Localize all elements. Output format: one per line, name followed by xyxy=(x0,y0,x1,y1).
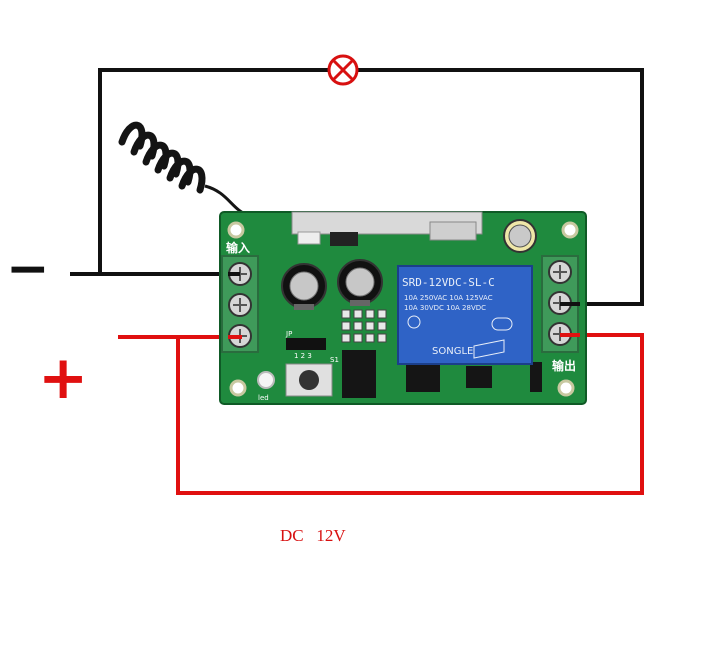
pin-header xyxy=(341,309,387,343)
ic-smd xyxy=(406,362,440,392)
supply-voltage-label: DC 12V xyxy=(280,526,346,545)
ic-dip xyxy=(342,350,376,398)
jumper-label: JP xyxy=(285,330,292,338)
antenna-coil-icon xyxy=(118,121,267,239)
crystal xyxy=(429,221,477,241)
negative-wiring xyxy=(98,68,644,306)
smd-part xyxy=(297,231,321,245)
capacitor-left xyxy=(281,263,327,310)
lamp-icon xyxy=(327,54,359,86)
relay-model: SRD-12VDC-SL-C xyxy=(402,276,495,289)
mount-hole xyxy=(557,379,575,397)
terminal-screw xyxy=(228,293,252,317)
input-terminal-label: 输入 xyxy=(226,240,250,255)
ic-small xyxy=(330,232,358,246)
relay-rating-2: 10A 30VDC 10A 28VDC xyxy=(404,304,486,312)
load-wire-right xyxy=(356,68,644,306)
receiver-board: JP 1 2 3 S1 led SRD-12VDC-SL-C 10A 250VA… xyxy=(219,211,587,405)
relay: SRD-12VDC-SL-C 10A 250VAC 10A 125VAC 10A… xyxy=(397,265,533,365)
transistor xyxy=(466,366,492,388)
led xyxy=(257,371,275,389)
output-terminal-label: 输出 xyxy=(552,358,576,373)
relay-rating-1: 10A 250VAC 10A 125VAC xyxy=(404,294,493,302)
mount-hole xyxy=(229,379,247,397)
mount-hole xyxy=(561,221,579,239)
diode xyxy=(530,362,542,392)
positive-loop-wire xyxy=(176,333,644,495)
capacitor-right xyxy=(337,259,383,306)
capacitor-small xyxy=(503,219,537,253)
jumper-pins-label: 1 2 3 xyxy=(294,352,312,360)
terminal-screw xyxy=(548,260,572,284)
plus-label: + xyxy=(38,343,88,413)
negative-wire-left xyxy=(98,68,330,276)
led-label: led xyxy=(258,394,269,402)
minus-label: − xyxy=(6,239,50,299)
switch-label: S1 xyxy=(330,356,339,364)
mount-hole xyxy=(227,221,245,239)
push-button xyxy=(285,363,333,397)
jumper xyxy=(286,338,326,350)
relay-brand: SONGLE xyxy=(432,346,473,357)
